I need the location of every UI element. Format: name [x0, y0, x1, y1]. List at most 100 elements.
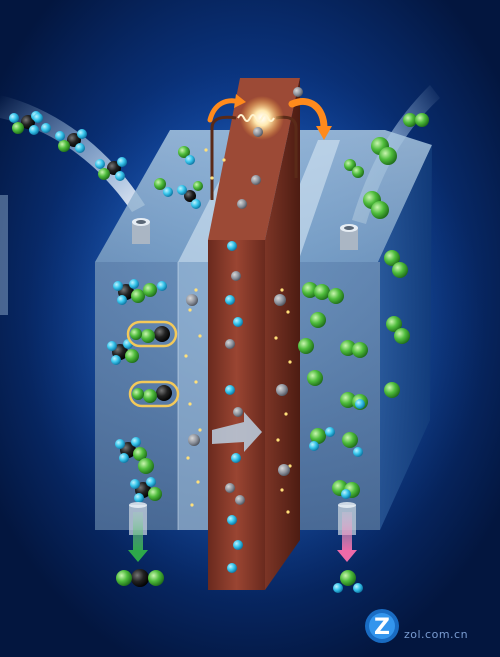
oxygen-atom: [352, 166, 364, 178]
hydrogen-atom: [115, 439, 125, 449]
proton-particle: [253, 127, 263, 137]
proton-particle: [274, 294, 286, 306]
oxygen-atom: [143, 283, 157, 297]
oxygen-atom: [154, 178, 166, 190]
water-outlet-right: [337, 502, 357, 562]
hydrogen-atom: [353, 447, 363, 457]
hydrogen-atom: [333, 583, 343, 593]
electron-dot: [286, 310, 290, 314]
oxygen-atom: [302, 282, 318, 298]
electron-dot: [274, 336, 278, 340]
hydrogen-atom: [233, 540, 243, 550]
hydrogen-atom: [111, 355, 121, 365]
hydrogen-atom: [55, 131, 65, 141]
oxygen-atom: [310, 428, 326, 444]
watermark-text: zol.com.cn: [404, 628, 469, 641]
oxygen-atom: [340, 392, 356, 408]
molecule-layer: [9, 87, 429, 593]
logo-letter: Z: [374, 615, 390, 640]
oxygen-atom: [384, 250, 400, 266]
electron-dot: [288, 464, 292, 468]
oxygen-atom: [116, 570, 132, 586]
fuel-inflow-stream: [0, 95, 145, 212]
oxygen-atom: [133, 447, 147, 461]
exhaust-outlet-left: [128, 502, 148, 562]
oxygen-atom: [58, 140, 70, 152]
oxygen-atom: [125, 349, 139, 363]
hydrogen-atom: [225, 295, 235, 305]
hydrogen-atom: [227, 515, 237, 525]
oxygen-atom: [178, 146, 190, 158]
electron-dot: [198, 334, 202, 338]
electron-dot: [194, 380, 198, 384]
electron-dot: [280, 488, 284, 492]
proton-particle: [233, 407, 243, 417]
electron-dot: [288, 360, 292, 364]
hydrogen-atom: [29, 125, 39, 135]
hydrogen-atom: [41, 123, 51, 133]
oxygen-atom: [415, 113, 429, 127]
hydrogen-atom: [233, 317, 243, 327]
hydrogen-atom: [231, 453, 241, 463]
hydrogen-atom: [309, 441, 319, 451]
oxygen-atom: [371, 201, 389, 219]
hydrogen-atom: [33, 113, 43, 123]
proton-particle: [251, 175, 261, 185]
oxygen-atom: [310, 312, 326, 328]
oxygen-atom: [141, 329, 155, 343]
carbon-atom: [154, 326, 170, 342]
oxygen-atom: [148, 487, 162, 501]
highlight-ring: [126, 320, 178, 348]
oxygen-atom: [394, 328, 410, 344]
hydrogen-atom: [163, 187, 173, 197]
electron-dot: [204, 148, 208, 152]
oxygen-atom: [148, 570, 164, 586]
zol-logo-watermark: Z: [365, 609, 399, 643]
oxygen-atom: [130, 328, 142, 340]
electron-dot: [194, 288, 198, 292]
hydrogen-atom: [227, 563, 237, 573]
heat-arrow-right-icon: [288, 98, 328, 132]
hydrogen-atom: [117, 295, 127, 305]
hydrogen-atom: [177, 185, 187, 195]
electron-dot: [276, 438, 280, 442]
oxygen-atom: [307, 370, 323, 386]
oxygen-atom: [342, 432, 358, 448]
hydrogen-atom: [325, 427, 335, 437]
proton-flow-arrow-icon: [212, 412, 262, 452]
oxygen-atom: [132, 388, 144, 400]
hydrogen-atom: [107, 341, 117, 351]
left-edge-panel: [0, 195, 8, 315]
proton-particle: [278, 464, 290, 476]
oxygen-atom: [131, 289, 145, 303]
proton-particle: [186, 294, 198, 306]
hydrogen-atom: [355, 399, 365, 409]
carbon-atom: [21, 115, 35, 129]
highlight-ring: [128, 380, 180, 408]
hydrogen-atom: [146, 477, 156, 487]
hydrogen-atom: [95, 159, 105, 169]
hydrogen-atom: [227, 241, 237, 251]
resistor-coil-icon: [237, 114, 275, 122]
electron-dot: [284, 412, 288, 416]
hydrogen-atom: [341, 489, 351, 499]
carbon-atom: [107, 161, 121, 175]
oxygen-atom: [340, 340, 356, 356]
proton-particle: [231, 271, 241, 281]
hydrogen-atom: [115, 171, 125, 181]
fuel-inlet-port: [132, 218, 150, 244]
oxygen-atom: [392, 262, 408, 278]
carbon-atom: [156, 385, 172, 401]
oxygen-atom: [193, 181, 203, 191]
oxygen-atom: [314, 284, 330, 300]
electron-dot: [286, 510, 290, 514]
hydrogen-atom: [131, 437, 141, 447]
hydrogen-atom: [129, 279, 139, 289]
oxygen-atom: [344, 159, 356, 171]
proton-particle: [237, 199, 247, 209]
hydrogen-atom: [75, 143, 85, 153]
oxygen-atom: [98, 168, 110, 180]
oxygen-atom: [379, 147, 397, 165]
carbon-atom: [67, 133, 81, 147]
